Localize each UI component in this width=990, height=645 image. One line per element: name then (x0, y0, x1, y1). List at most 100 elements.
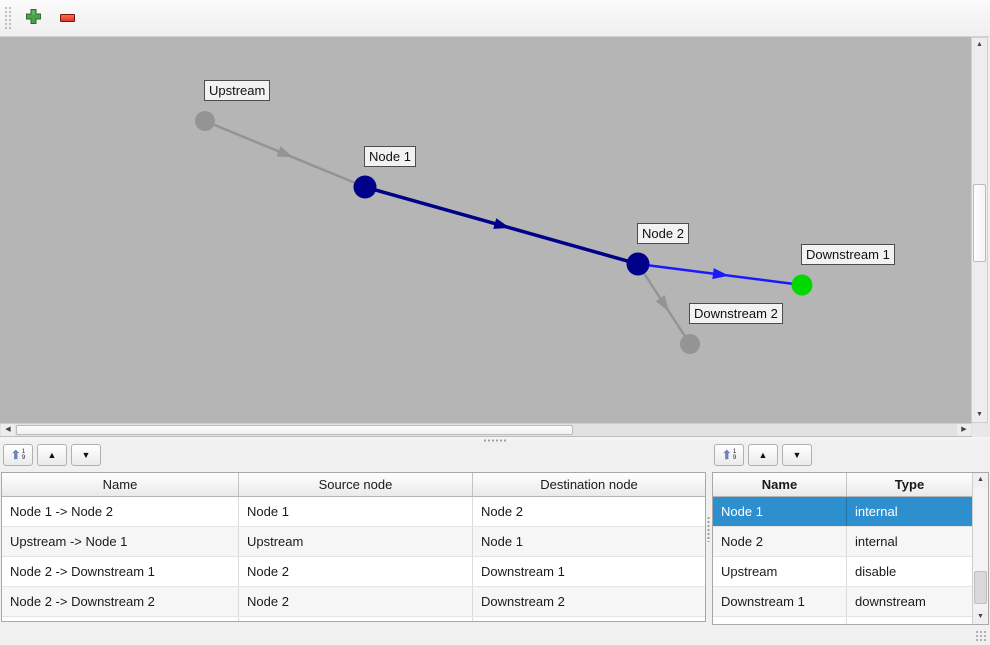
node-row[interactable]: Node 2 internal (713, 527, 972, 557)
cell-name: Upstream (713, 557, 847, 586)
sort-ascending-icon: ⬆ 1 9 (721, 448, 737, 462)
scroll-right-arrow-icon[interactable]: ▶ (957, 424, 971, 436)
vertical-scroll-thumb[interactable] (973, 184, 986, 262)
column-header-source-node[interactable]: Source node (239, 473, 473, 496)
cell-type: internal (855, 534, 898, 549)
arrow-down-icon: ▼ (792, 450, 802, 460)
column-header-destination-node[interactable]: Destination node (540, 477, 638, 492)
move-edge-up-button[interactable]: ▲ (37, 444, 67, 466)
toolbar-grip[interactable] (4, 6, 12, 30)
cell-name: Downstream 1 (713, 587, 847, 616)
graph-edge[interactable] (364, 185, 639, 266)
canvas-hscroll-row: ◀ ▶ (0, 423, 990, 437)
arrow-up-icon: ▲ (47, 450, 57, 460)
move-node-down-button[interactable]: ▼ (782, 444, 812, 466)
cell-type: downstream (855, 594, 926, 609)
empty-cell (2, 617, 239, 621)
column-header-name[interactable]: Name (2, 473, 239, 496)
horizontal-splitter[interactable] (0, 437, 990, 444)
cell-type: internal (855, 504, 898, 519)
nodes-table-header: Name Type (713, 473, 972, 497)
cell-destination: Downstream 1 (481, 564, 565, 579)
scroll-up-arrow-icon[interactable]: ▲ (973, 473, 988, 487)
arrow-down-icon: ▼ (81, 450, 91, 460)
window-resize-grip[interactable] (975, 630, 988, 643)
nodes-table-scrollbar[interactable]: ▲ ▼ (972, 473, 988, 624)
bottom-panels: ⬆ 1 9 ▲ ▼ Name Source node Destination n… (0, 444, 990, 625)
empty-cell (473, 617, 705, 621)
edge-arrowhead-icon (493, 218, 511, 229)
cell-destination: Node 1 (481, 534, 523, 549)
node-label[interactable]: Downstream 2 (689, 303, 783, 324)
edges-table-header: Name Source node Destination node (2, 473, 705, 497)
sort-edges-button[interactable]: ⬆ 1 9 (3, 444, 33, 466)
arrow-up-icon: ▲ (758, 450, 768, 460)
graph-edge[interactable] (637, 262, 803, 287)
node-row[interactable]: Upstream disable (713, 557, 972, 587)
move-node-up-button[interactable]: ▲ (748, 444, 778, 466)
node-row[interactable]: Downstream 1 downstream (713, 587, 972, 617)
graph-node[interactable] (680, 334, 700, 354)
node-label[interactable]: Node 1 (364, 146, 416, 167)
cell-source: Node 2 (239, 557, 473, 586)
cell-name: Node 1 -> Node 2 (2, 497, 239, 526)
sort-nodes-button[interactable]: ⬆ 1 9 (714, 444, 744, 466)
plus-icon (25, 8, 42, 28)
graph-node[interactable] (791, 274, 813, 296)
cell-name: Node 2 -> Downstream 2 (2, 587, 239, 616)
column-header-type[interactable]: Type (894, 477, 925, 492)
cell-source: Upstream (239, 527, 473, 556)
edge-arrowhead-icon (655, 295, 669, 312)
vertical-splitter[interactable] (706, 444, 712, 625)
nodes-scroll-thumb[interactable] (974, 571, 987, 604)
node-label[interactable]: Downstream 1 (801, 244, 895, 265)
edge-arrowhead-icon (712, 268, 729, 280)
horizontal-scroll-thumb[interactable] (16, 425, 573, 435)
graph-node[interactable] (195, 111, 215, 131)
cell-name: Upstream -> Node 1 (2, 527, 239, 556)
graph-edge[interactable] (636, 263, 692, 345)
graph-node[interactable] (353, 175, 377, 199)
remove-node-button[interactable] (54, 5, 80, 31)
cell-name: Node 1 (713, 497, 847, 526)
column-header-name[interactable]: Name (713, 473, 847, 496)
sort-ascending-icon: ⬆ 1 9 (10, 448, 26, 462)
scroll-up-arrow-icon[interactable]: ▲ (972, 38, 987, 52)
edges-toolbar: ⬆ 1 9 ▲ ▼ (3, 444, 101, 467)
node-label[interactable]: Upstream (204, 80, 271, 101)
cell-source: Node 2 (239, 587, 473, 616)
splitter-grip-icon (483, 439, 507, 442)
empty-cell (713, 617, 847, 624)
graph-node[interactable] (626, 252, 650, 276)
scroll-down-arrow-icon[interactable]: ▼ (973, 610, 988, 624)
empty-cell (239, 617, 473, 621)
graph-edge[interactable] (204, 119, 366, 189)
canvas-vertical-scrollbar[interactable]: ▲ ▼ (971, 37, 988, 423)
edge-arrowhead-icon (276, 146, 294, 158)
empty-cell (847, 617, 972, 624)
cell-destination: Node 2 (481, 504, 523, 519)
node-row[interactable]: Node 1 internal (713, 497, 972, 527)
canvas-horizontal-scrollbar[interactable]: ◀ ▶ (0, 423, 972, 437)
minus-icon (59, 14, 75, 22)
cell-type: disable (855, 564, 897, 579)
cell-name: Node 2 -> Downstream 1 (2, 557, 239, 586)
empty-row-area (713, 617, 972, 624)
node-label[interactable]: Node 2 (637, 223, 689, 244)
cell-name: Node 2 (713, 527, 847, 556)
cell-destination: Downstream 2 (481, 594, 565, 609)
move-edge-down-button[interactable]: ▼ (71, 444, 101, 466)
scrollbar-corner (972, 423, 990, 437)
scroll-down-arrow-icon[interactable]: ▼ (972, 408, 987, 422)
add-node-button[interactable] (20, 5, 46, 31)
scroll-left-arrow-icon[interactable]: ◀ (1, 424, 15, 436)
